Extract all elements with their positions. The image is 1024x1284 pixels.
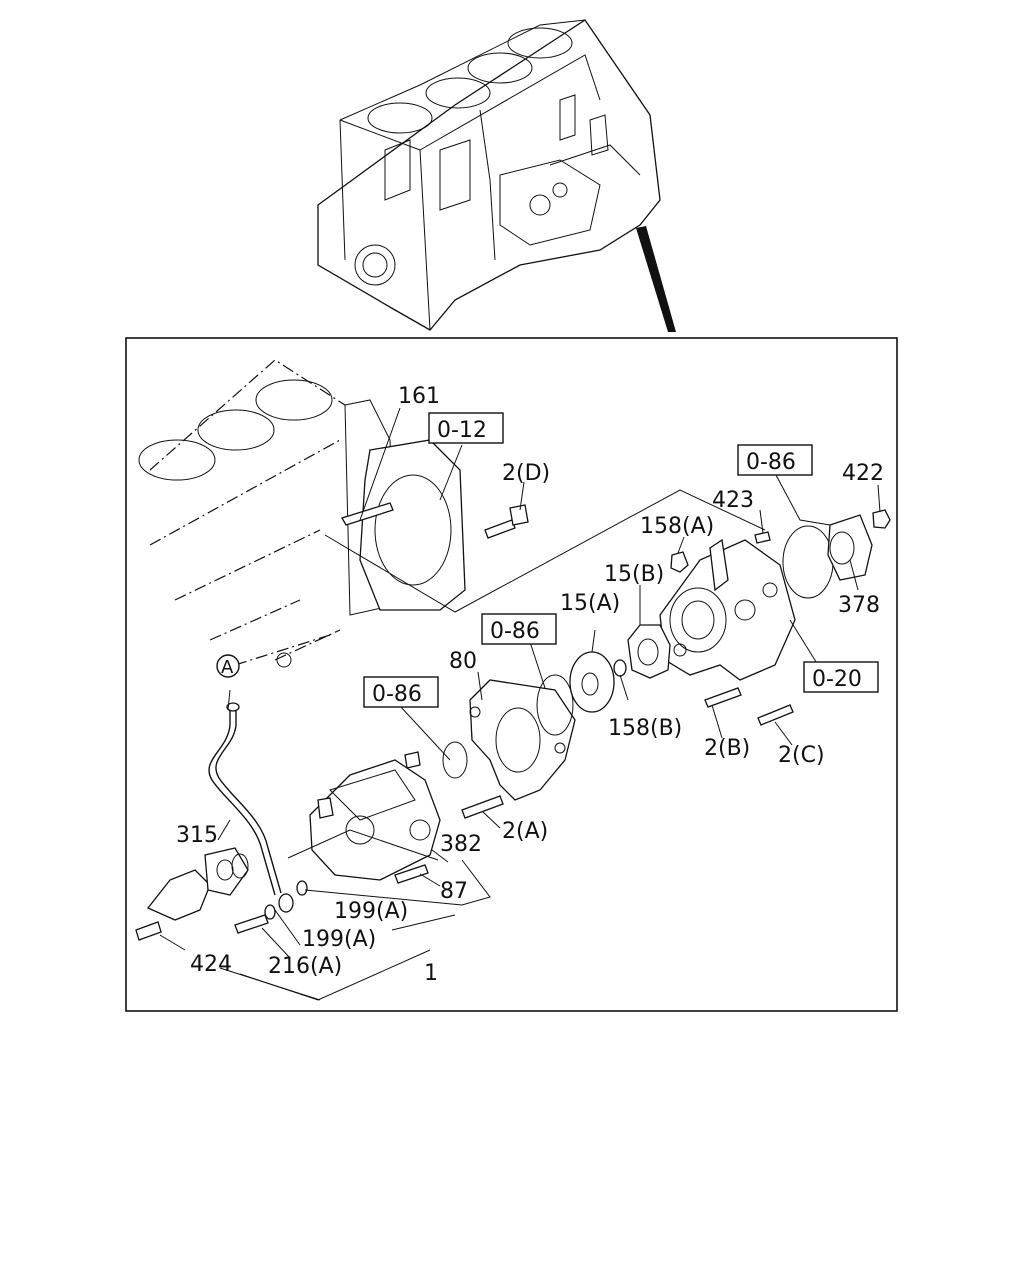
connector-a-end: [226, 702, 240, 712]
bolt-2c: [757, 704, 794, 726]
callout-a-circle: [216, 654, 240, 678]
label-315: 315: [176, 823, 218, 848]
label-216a: 216(A): [268, 954, 342, 979]
label-0-86-a: 0-86: [746, 450, 796, 475]
bolt-2a: [461, 795, 504, 819]
leader-lines: [159, 407, 881, 1001]
label-2d: 2(D): [502, 461, 550, 486]
bolt-216a: [234, 914, 269, 934]
label-0-20: 0-20: [812, 667, 862, 692]
label-161: 161: [398, 384, 440, 409]
label-87: 87: [440, 879, 468, 904]
label-0-12: 0-12: [437, 418, 487, 443]
gear-378: [827, 514, 873, 581]
label-15a: 15(A): [560, 591, 620, 616]
coupling-15b: [627, 624, 671, 679]
flange-80: [469, 679, 576, 801]
label-158b: 158(B): [608, 716, 682, 741]
label-2c: 2(C): [778, 743, 825, 768]
label-422: 422: [842, 461, 884, 486]
washer-158b: [613, 659, 627, 677]
label-423: 423: [712, 488, 754, 513]
pump-housing: [659, 538, 796, 681]
callout-a-letter: A: [221, 657, 234, 678]
label-424: 424: [190, 952, 232, 977]
pipe-315: [208, 710, 276, 896]
detail-frame: [125, 337, 898, 1012]
coupling-15a: [569, 651, 615, 713]
gasket-plane: [324, 489, 766, 613]
label-378: 378: [838, 593, 880, 618]
ref-box-0-86-c: [363, 676, 439, 708]
label-0-86-c: 0-86: [372, 682, 422, 707]
block-phantom-outline: [138, 359, 466, 668]
label-2a: 2(A): [502, 819, 548, 844]
o-ring-left: [442, 741, 468, 779]
injection-pump: [287, 751, 441, 881]
seal-216: [278, 893, 294, 913]
bolt-2b: [704, 687, 742, 708]
ref-box-0-20: [803, 661, 879, 693]
label-2b: 2(B): [704, 736, 750, 761]
key-423: [754, 531, 771, 544]
seal-199a-2: [264, 904, 276, 920]
seal-199a-1: [296, 880, 308, 896]
sensor-424: [135, 847, 249, 941]
o-ring-right: [782, 525, 834, 599]
ref-box-0-86-a: [737, 444, 813, 476]
nut-158a: [670, 551, 689, 573]
detail-pointer-arrow: [636, 226, 676, 332]
nut-422: [872, 509, 891, 529]
o-ring-mid: [536, 674, 574, 736]
bolt-87: [394, 864, 429, 884]
label-80: 80: [449, 649, 477, 674]
o-ring-sensor: [231, 853, 249, 879]
label-158a: 158(A): [640, 514, 714, 539]
ref-box-0-12: [428, 412, 504, 444]
label-199a-1: 199(A): [334, 899, 408, 924]
label-199a-2: 199(A): [302, 927, 376, 952]
label-382: 382: [440, 832, 482, 857]
engine-block-overview: [317, 19, 661, 331]
label-15b: 15(B): [604, 562, 664, 587]
label-0-86-b: 0-86: [490, 619, 540, 644]
ref-box-0-86-b: [481, 613, 557, 645]
label-1: 1: [424, 961, 438, 986]
